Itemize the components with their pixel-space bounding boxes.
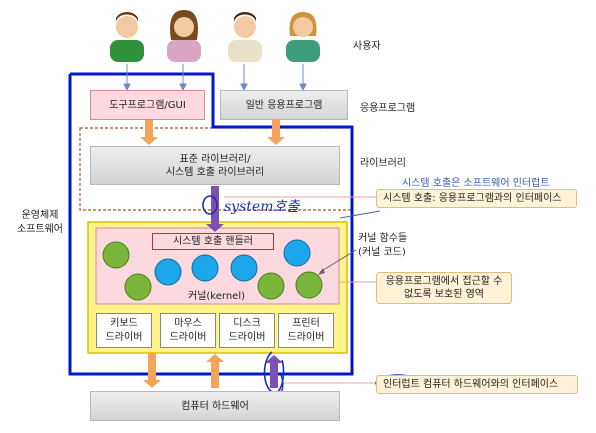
driver-label-line2: 드라이버	[105, 331, 143, 343]
kernel-functions-label: 커널 함수들 (커널 코드)	[358, 232, 407, 260]
protected-area-text-line2: 없도록 보호된 영역	[404, 289, 484, 300]
disk-driver-box: 디스크 드라이버	[219, 313, 275, 348]
syscall-interrupt-label: 시스템 호출은 소프트웨어 인터럽트	[402, 178, 550, 189]
os-software-boundary	[68, 72, 354, 376]
os-software-label: 운영체제 소프트웨어	[17, 209, 63, 237]
handwritten-circle	[202, 195, 218, 215]
driver-label-line1: 키보드	[110, 317, 138, 329]
general-apps-label: 일반 응용프로그램	[245, 99, 323, 111]
syscall-handler-box: 시스템 호출 핸들러	[152, 233, 274, 250]
syscall-interface-text: 시스템 호출: 응용프로그램과의 인터페이스	[383, 193, 562, 204]
protected-area-callout: 응용프로그램에서 접근할 수 없도록 보호된 영역	[376, 272, 512, 304]
kernel-function-circle	[283, 239, 311, 267]
hardware-box: 컴퓨터 하드웨어	[90, 391, 340, 421]
driver-label-line2: 드라이버	[169, 331, 207, 343]
users-label: 사용자	[353, 41, 381, 52]
driver-label-line2: 드라이버	[287, 331, 325, 343]
purple-arrows	[206, 186, 283, 388]
std-library-box: 표준 라이브러리/ 시스템 호출 라이브러리	[90, 146, 340, 185]
kernel-functions-label-line2: (커널 코드)	[358, 247, 406, 258]
syscall-handler-label: 시스템 호출 핸들러	[173, 236, 253, 247]
orange-arrows	[140, 118, 285, 388]
man-user-icon	[110, 12, 144, 62]
kernel-function-circle	[257, 272, 285, 300]
os-software-label-line1: 운영체제	[21, 210, 59, 221]
os-software-label-line2: 소프트웨어	[17, 224, 63, 235]
man-user-icon	[228, 12, 262, 62]
std-library-label-line1: 표준 라이브러리/	[179, 153, 251, 165]
kernel-function-circle	[124, 273, 152, 301]
kernel-function-circle	[154, 258, 182, 286]
mouse-driver-box: 마우스 드라이버	[160, 313, 216, 348]
printer-driver-box: 프린터 드라이버	[278, 313, 334, 348]
woman-user-icon	[167, 10, 201, 62]
general-apps-box: 일반 응용프로그램	[220, 90, 348, 120]
kernel-label: 커널(kernel)	[188, 291, 245, 302]
hw-interface-prefix: 인터럽트	[383, 379, 420, 390]
tools-gui-label: 도구프로그램/GUI	[109, 99, 186, 111]
syscall-interface-callout: 시스템 호출: 응용프로그램과의 인터페이스	[376, 189, 577, 208]
driver-label-line1: 프린터	[292, 317, 320, 329]
kernel-function-circle	[295, 271, 323, 299]
kernel-function-circle	[102, 241, 130, 269]
driver-label-line2: 드라이버	[228, 331, 266, 343]
driver-label-line1: 디스크	[233, 317, 261, 329]
keyboard-driver-box: 키보드 드라이버	[96, 313, 152, 348]
woman-user-icon	[286, 12, 320, 62]
hw-interface-callout: 인터럽트 컴퓨터 하드웨어와의 인터페이스	[376, 375, 578, 394]
hw-interface-text: 컴퓨터 하드웨어와의 인터페이스	[423, 379, 559, 390]
kernel-function-circle	[230, 254, 258, 282]
protected-area-text-line1: 응용프로그램에서 접근할 수	[385, 276, 503, 287]
driver-label-line1: 마우스	[174, 317, 202, 329]
library-label: 라이브러리	[360, 158, 406, 169]
kernel-function-circle	[191, 254, 219, 282]
hardware-label: 컴퓨터 하드웨어	[181, 400, 249, 412]
handwritten-system-call: system호출	[224, 199, 300, 215]
tools-gui-box: 도구프로그램/GUI	[90, 90, 205, 120]
kernel-functions-label-line1: 커널 함수들	[358, 233, 408, 244]
app-programs-label: 응용프로그램	[360, 103, 416, 114]
std-library-label-line2: 시스템 호출 라이브러리	[165, 166, 265, 178]
